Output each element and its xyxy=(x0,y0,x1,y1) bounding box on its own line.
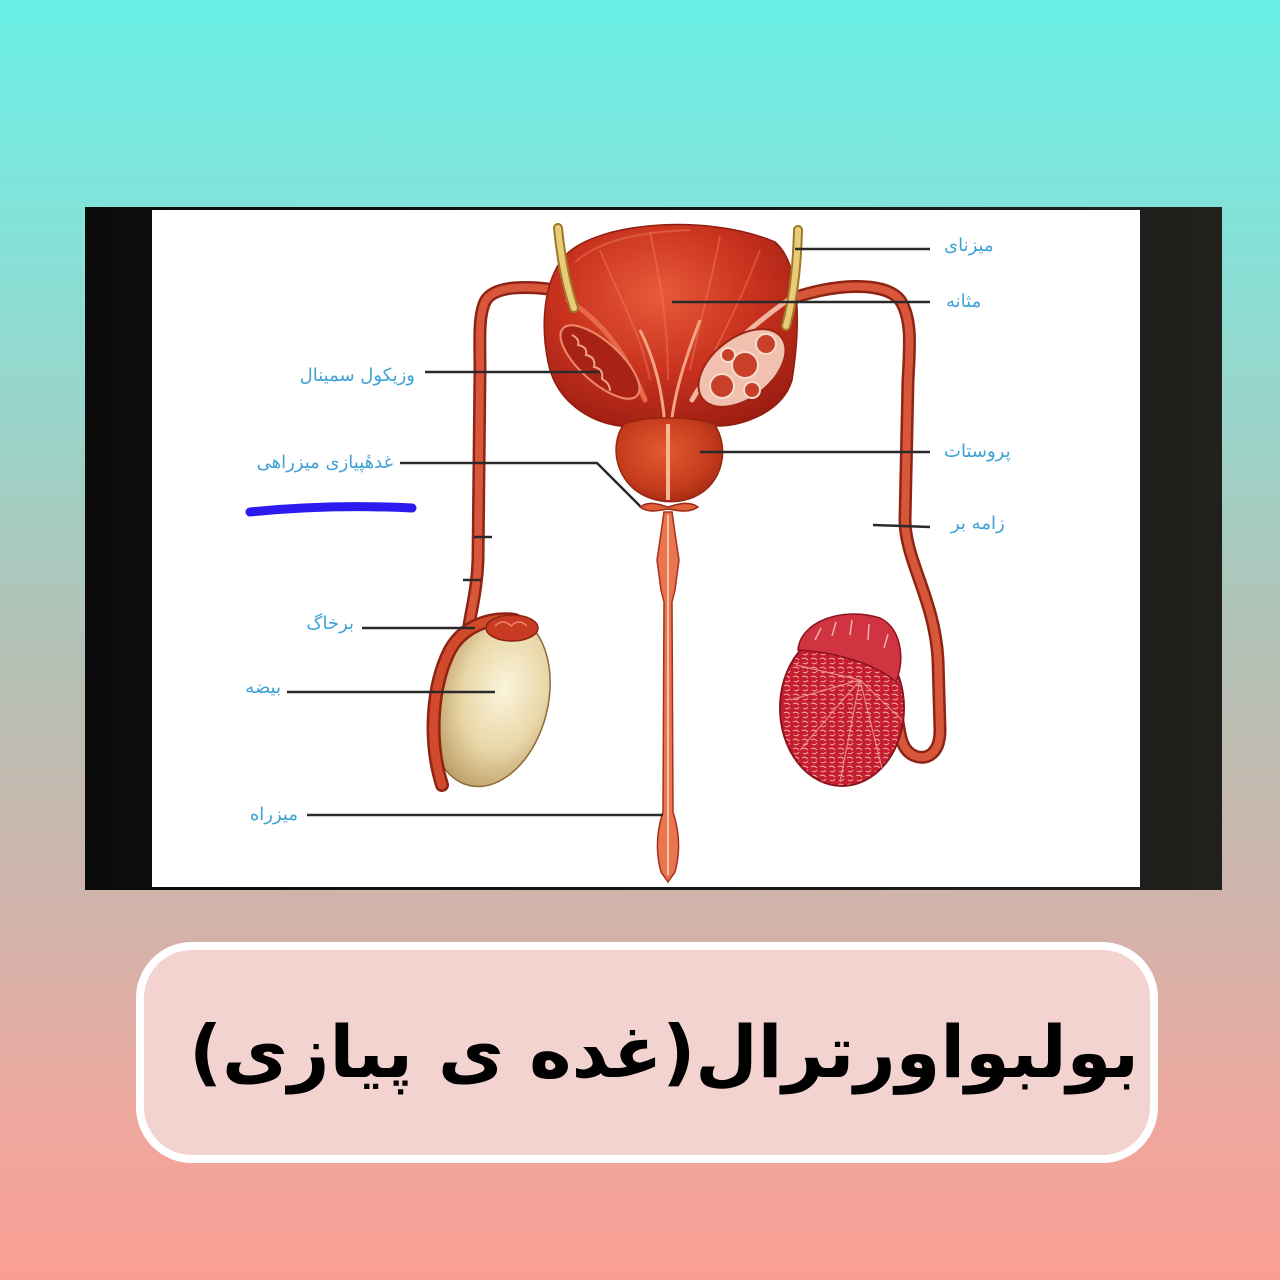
label-testis: بیضه xyxy=(245,677,281,698)
septum-line xyxy=(859,679,883,769)
septum-line xyxy=(839,679,861,783)
leader-lines xyxy=(287,247,931,817)
septum-line xyxy=(799,679,861,751)
ureter-right-inner xyxy=(783,227,801,329)
label-prostate: پروستات xyxy=(944,441,1011,462)
seminal-vesicle-lobule xyxy=(755,333,777,355)
seminal-vesicle-left-body xyxy=(559,324,641,400)
reproductive-system-diagram xyxy=(245,223,947,884)
seminal-vesicle-lobule xyxy=(743,381,761,399)
leader-line-vas-deferens xyxy=(872,523,931,529)
vas-deferens-left xyxy=(461,280,575,639)
seminal-vesicle-left xyxy=(559,324,641,400)
septum-line xyxy=(859,679,903,721)
label-ureter: میزنای xyxy=(944,235,994,256)
bladder-muscle-line xyxy=(599,249,651,381)
ejaculatory-duct-right xyxy=(669,319,702,426)
seminal-vesicle-lobule xyxy=(709,373,735,399)
epididymis-left-coil xyxy=(494,621,528,628)
ejaculatory-duct-left xyxy=(638,329,667,426)
label-urethra: میزراه xyxy=(249,804,298,825)
epididymis-left-head xyxy=(485,614,539,642)
label-seminal-vesicle: وزیکول سمینال xyxy=(299,365,415,386)
vas-deferens-right xyxy=(781,280,947,764)
bladder xyxy=(543,223,799,427)
testis-right xyxy=(779,613,905,787)
seminal-vesicle-lobule xyxy=(731,351,759,379)
septum-line xyxy=(795,664,861,681)
epididymis-left-inner xyxy=(429,614,520,790)
testis-left xyxy=(426,612,551,792)
vas-deferens-left-inner xyxy=(464,283,572,636)
label-bulbourethral-gland: غدهٔپیازی میزراهی xyxy=(256,452,393,473)
seminal-vesicle-lobule xyxy=(720,347,736,363)
caption-text: بولبواورترال(غده ی پیازی) xyxy=(189,1010,1139,1095)
vas-deferens-right-inner xyxy=(784,282,945,762)
testis-right-septa xyxy=(789,664,903,783)
bladder-muscle-line xyxy=(714,249,761,351)
leader-line-bulbourethral-gland xyxy=(400,461,641,507)
ureter-left xyxy=(553,223,579,313)
urethra xyxy=(656,511,680,884)
epididymis-right-ridges xyxy=(814,619,889,649)
label-vas-deferens: زامه بر xyxy=(951,513,1005,534)
bulbourethral-glands xyxy=(638,502,700,512)
seminal-vesicle-left-folds xyxy=(571,334,611,392)
label-bladder: مثانه xyxy=(946,291,982,312)
bladder-shape xyxy=(543,223,799,427)
highlight-underline xyxy=(245,502,417,517)
septum-line xyxy=(789,679,861,701)
caption-box: بولبواورترال(غده ی پیازی) xyxy=(136,942,1158,1163)
label-epididymis: برخاگ xyxy=(306,613,354,634)
epididymis-right xyxy=(797,613,902,684)
bladder-muscle-line xyxy=(649,231,669,381)
ureter-right xyxy=(781,225,803,331)
seminal-vesicle-right xyxy=(697,328,787,408)
ureter-left-inner xyxy=(555,225,577,311)
bladder-muscle-line xyxy=(574,229,691,263)
prostate xyxy=(615,417,724,503)
